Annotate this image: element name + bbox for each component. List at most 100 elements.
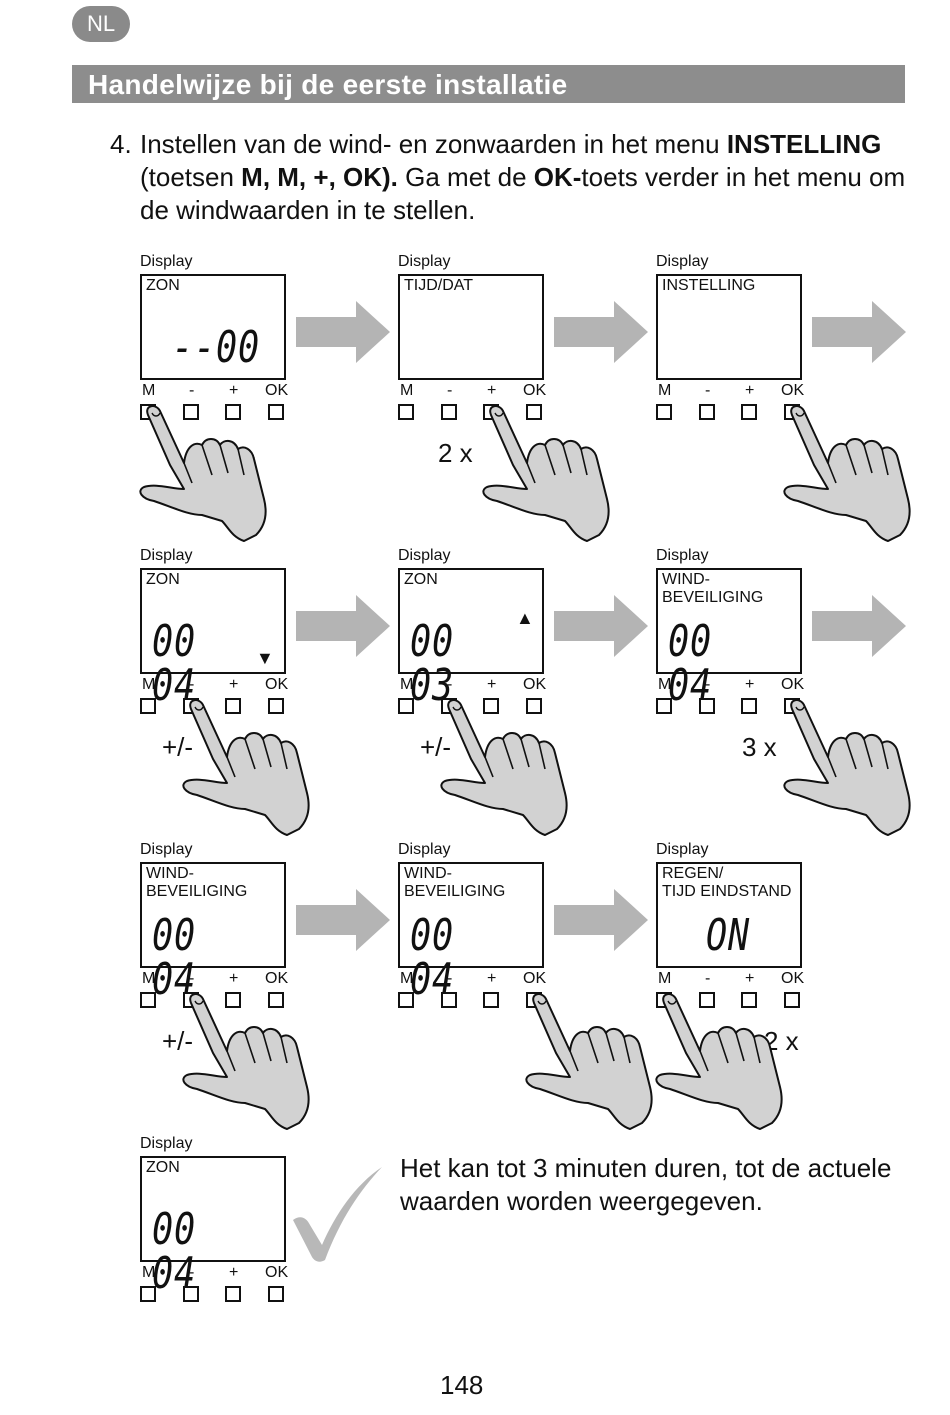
button-labels: M-+OK [140,970,300,990]
m-button[interactable] [398,404,414,420]
display-screen: TIJD/DAT [398,274,544,380]
button-label: + [487,676,497,693]
minus-button[interactable] [699,992,715,1008]
note-text: Het kan tot 3 minuten duren, tot de actu… [400,1153,892,1216]
button-labels: M-+OK [140,676,300,696]
display-mode-line: BEVEILIGING [146,883,248,900]
m-button[interactable] [140,698,156,714]
display-value: 00 04 [152,1204,196,1299]
minus-button[interactable] [441,404,457,420]
m-button[interactable] [398,698,414,714]
button-labels: M-+OK [656,382,816,402]
display-mode-line: INSTELLING [662,277,756,294]
display-screen: INSTELLING [656,274,802,380]
minus-button[interactable] [699,698,715,714]
button-label: - [447,970,453,987]
display-mode-line: ZON [404,571,438,588]
button-label: OK [523,382,547,399]
button-labels: M-+OK [398,382,558,402]
pointing-hand-icon [783,699,911,836]
press-count: +/- [162,732,194,762]
button-label: + [745,676,755,693]
button-label: OK [781,676,805,693]
ok-button[interactable] [526,698,542,714]
m-button[interactable] [656,404,672,420]
m-button[interactable] [140,1286,156,1302]
button-label: M [142,1264,156,1281]
minus-button[interactable] [183,404,199,420]
ok-button[interactable] [268,698,284,714]
display-label: Display [398,253,451,270]
display-mode: WIND-BEVEILIGING [662,571,763,607]
plus-button[interactable] [225,1286,241,1302]
pointing-hand-icon [655,993,783,1130]
key-sequence: M, M, +, OK). [241,162,398,192]
button-label: + [745,970,755,987]
ok-button[interactable] [268,1286,284,1302]
ok-button[interactable] [268,404,284,420]
display-label: Display [140,1135,193,1152]
m-button[interactable] [140,992,156,1008]
ok-button[interactable] [268,992,284,1008]
button-label: + [487,970,497,987]
display-mode-line: TIJD/DAT [404,277,474,294]
display-mode-line: BEVEILIGING [404,883,506,900]
button-label: + [229,970,239,987]
display-mode-line: ZON [146,571,180,588]
button-labels: M-+OK [656,970,816,990]
display-mode-line: REGEN/ [662,865,724,882]
pointing-hand-icon [525,993,653,1130]
arrow-right-icon [812,301,906,368]
button-label: + [229,382,239,399]
m-button[interactable] [656,698,672,714]
display-label: Display [140,253,193,270]
button-label: M [400,676,414,693]
plus-button[interactable] [741,698,757,714]
button-label: M [658,676,672,693]
plus-button[interactable] [741,404,757,420]
arrow-right-icon [812,595,906,662]
plus-button[interactable] [225,698,241,714]
m-button[interactable] [398,992,414,1008]
button-label: M [142,382,156,399]
press-count: +/- [420,732,452,762]
display-mode-line: TIJD EINDSTAND [662,883,792,900]
button-label: OK [265,970,289,987]
arrow-right-icon [554,595,648,662]
plus-button[interactable] [483,992,499,1008]
minus-button[interactable] [441,992,457,1008]
plus-button[interactable] [225,404,241,420]
plus-button[interactable] [483,698,499,714]
display-mode: ZON [146,277,180,295]
arrow-right-icon [296,595,390,662]
ok-button[interactable] [526,404,542,420]
minus-button[interactable] [183,1286,199,1302]
display-mode-line: BEVEILIGING [662,589,764,606]
display-value: ON [706,910,750,961]
arrow-right-icon [554,301,648,368]
button-labels: M-+OK [656,676,816,696]
button-label: + [229,676,239,693]
ok-button[interactable] [784,992,800,1008]
display-mode-line: WIND- [404,865,452,882]
plus-button[interactable] [741,992,757,1008]
up-triangle-icon: ▲ [516,608,534,628]
button-label: OK [265,1264,289,1281]
button-label: - [705,382,711,399]
plus-button[interactable] [225,992,241,1008]
display-mode: WIND-BEVEILIGING [404,865,505,901]
display-mode: TIJD/DAT [404,277,473,295]
minus-button[interactable] [699,404,715,420]
display-value: --00 [172,322,260,373]
display-mode-line: WIND- [146,865,194,882]
button-label: - [189,676,195,693]
pointing-hand-icon [182,993,310,1130]
